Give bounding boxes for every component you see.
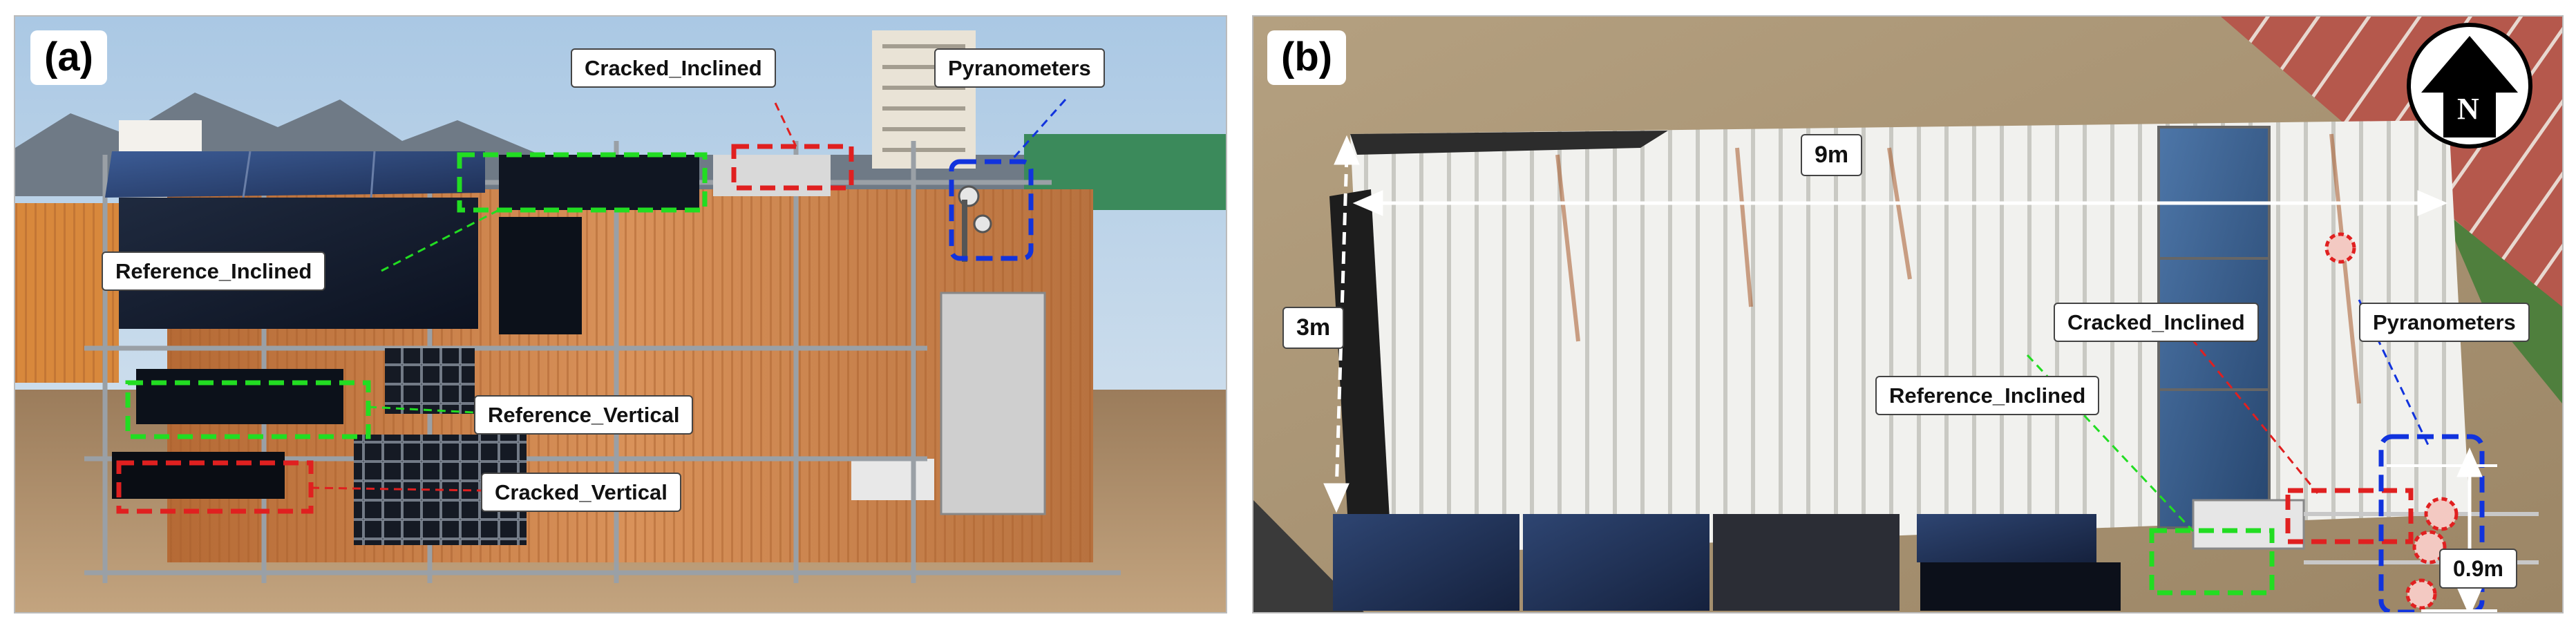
reference-vertical-label-a: Reference_Vertical (474, 395, 694, 435)
north-label: N (2457, 92, 2479, 126)
panel-b-letter: (b) (1267, 30, 1347, 85)
cracked-inclined-box-b (2285, 488, 2414, 544)
offset-dimension-label: 0.9m (2439, 549, 2517, 589)
reference-inclined-box-b (2149, 528, 2275, 596)
north-arrow-icon (2407, 23, 2532, 149)
reference-inclined-box (457, 152, 708, 213)
width-dimension-line (1334, 154, 1349, 494)
pyranometer-box (949, 159, 1034, 261)
cracked-inclined-label-b: Cracked_Inclined (2054, 303, 2259, 343)
pyranometers-label-a: Pyranometers (934, 48, 1105, 88)
panel-a-letter: (a) (30, 30, 107, 85)
reference-inclined-label-a: Reference_Inclined (102, 251, 326, 292)
panel-a-photo: (a) Cracked_Inclined Pyranometers Refere… (14, 15, 1227, 613)
reference-vertical-box (125, 380, 371, 439)
width-dimension-label: 3m (1282, 307, 1345, 349)
reference-inclined-label-b: Reference_Inclined (1875, 376, 2100, 416)
pyranometer-box-b (2378, 434, 2485, 612)
panel-b-aerial-photo: (b) N 9m 3m 0.9m Cracked_Inclined Pyrano… (1252, 15, 2564, 613)
cracked-vertical-box (116, 460, 314, 514)
cracked-inclined-label-a: Cracked_Inclined (571, 48, 776, 88)
cracked-vertical-label-a: Cracked_Vertical (481, 473, 681, 513)
length-dimension-label: 9m (1801, 134, 1863, 176)
pyranometers-label-b: Pyranometers (2359, 303, 2530, 343)
test-bed-photo (15, 17, 1226, 612)
cracked-inclined-box (731, 144, 854, 191)
